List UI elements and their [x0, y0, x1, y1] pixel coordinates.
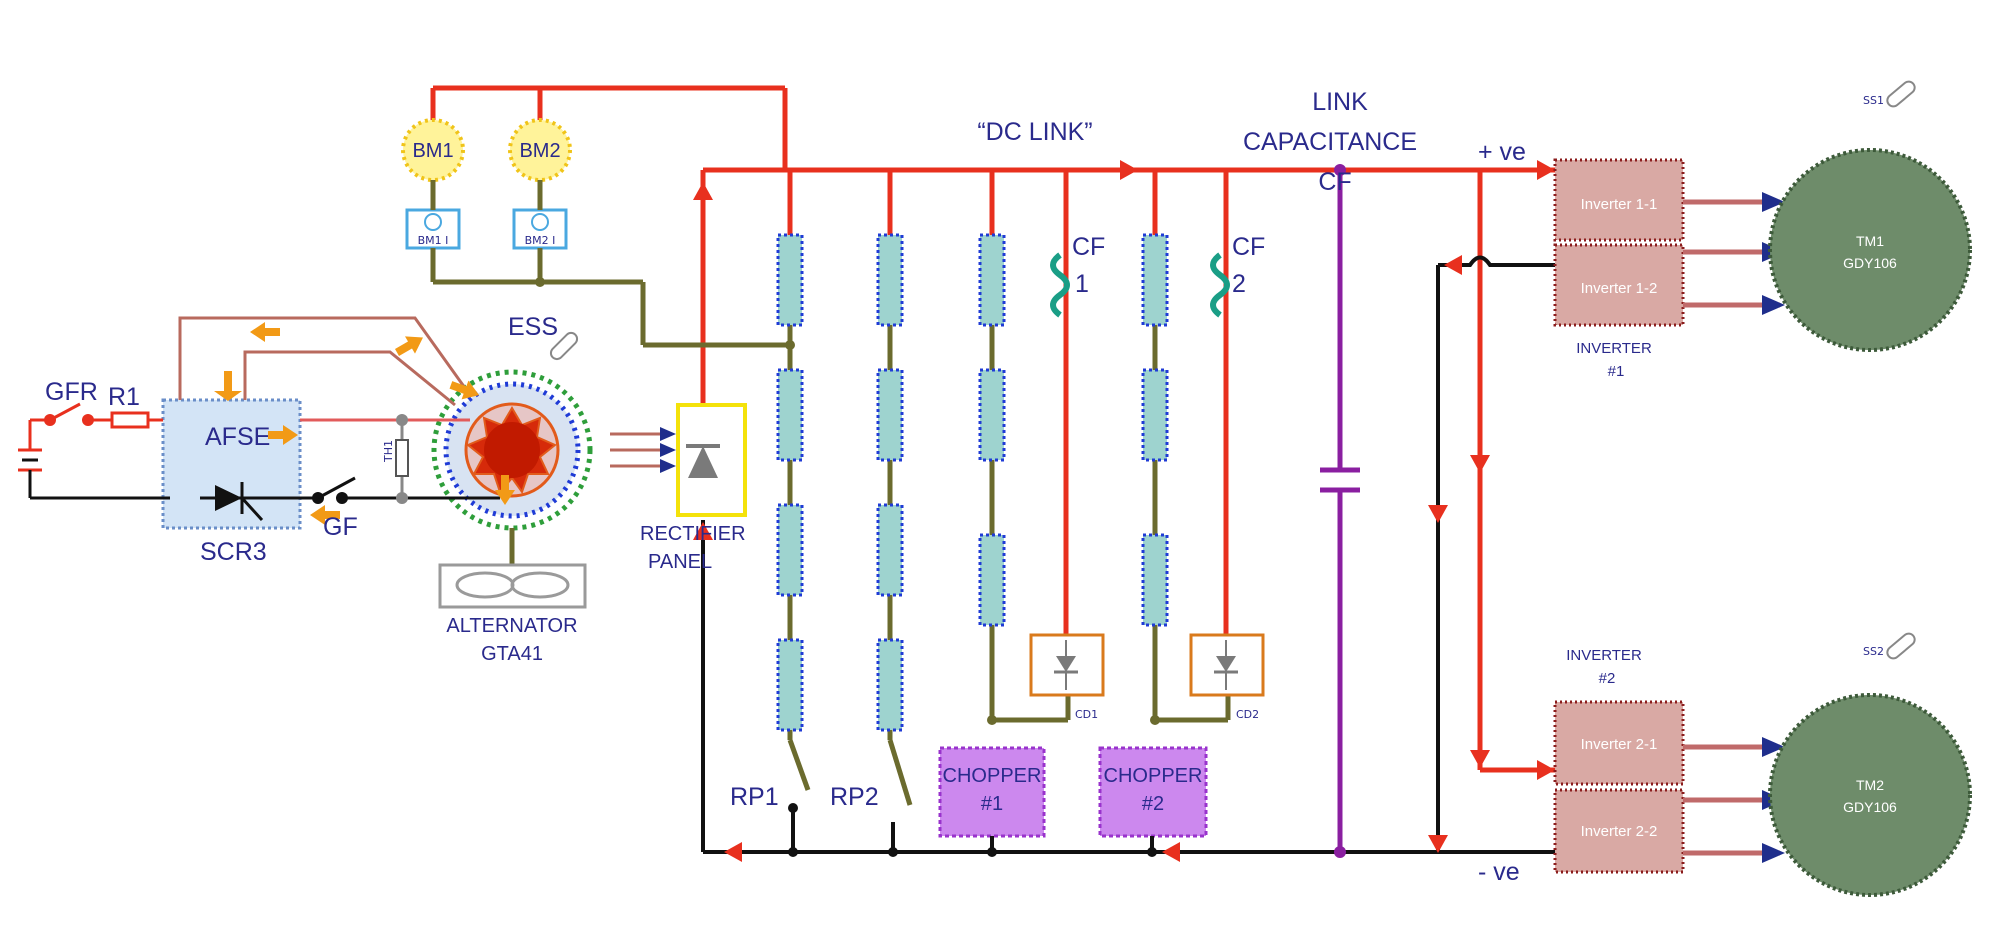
gf-label: GF — [323, 513, 358, 541]
link-capacitance-label-2: CAPACITANCE — [1243, 128, 1417, 156]
inverter1-1-label: Inverter 1-1 — [1581, 196, 1658, 213]
tm1-label: TM1 — [1856, 233, 1884, 249]
minus-ve-label: - ve — [1478, 858, 1520, 886]
rp2-label: RP2 — [830, 783, 879, 811]
chopper-leg-2 — [1098, 170, 1265, 857]
ss1-clip-icon — [1886, 80, 1916, 108]
ss2-label: SS2 — [1863, 645, 1884, 658]
th1-label: TH1 — [382, 440, 395, 463]
afse-excitation — [18, 316, 515, 530]
rectifier-label-1: RECTIFIER — [640, 523, 746, 545]
inverter2-label: INVERTER — [1566, 647, 1642, 664]
inverter2-number: #2 — [1599, 670, 1616, 687]
link-capacitance-label-1: LINK — [1312, 88, 1368, 116]
inverter1-label: INVERTER — [1576, 340, 1652, 357]
resistor-leg-rp2 — [876, 170, 913, 857]
negative-bus — [701, 255, 1555, 854]
rectifier-label-2: PANEL — [648, 551, 712, 573]
bm-return-wiring — [430, 248, 795, 350]
tm2-label: TM2 — [1856, 777, 1884, 793]
inverter1-2-label: Inverter 1-2 — [1581, 280, 1658, 297]
chopper2-number: #2 — [1142, 793, 1164, 815]
tm2-model: GDY106 — [1843, 799, 1897, 815]
bm2-small-label: BM2 I — [525, 234, 556, 247]
bm2-label: BM2 — [519, 140, 560, 162]
dc-link-label: “DC LINK” — [977, 118, 1092, 146]
cf2-label: CF — [1232, 233, 1265, 261]
chopper-leg-1 — [938, 170, 1105, 857]
cf1-label: CF — [1072, 233, 1105, 261]
link-capacitor — [1320, 164, 1360, 858]
r1-label: R1 — [108, 383, 140, 411]
scr3-label: SCR3 — [200, 538, 267, 566]
resistor-leg-rp1 — [776, 170, 811, 857]
gfr-label: GFR — [45, 378, 98, 406]
traction-motor-1 — [1768, 148, 1972, 352]
ess-label: ESS — [508, 313, 558, 341]
tm1-model: GDY106 — [1843, 255, 1897, 271]
plus-ve-label: + ve — [1478, 138, 1526, 166]
chopper2-label: CHOPPER — [1104, 765, 1203, 787]
cf1-index: 1 — [1075, 270, 1089, 298]
cd2-label: CD2 — [1236, 708, 1259, 721]
ss2-clip-icon — [1886, 632, 1916, 660]
inverter2-1-label: Inverter 2-1 — [1581, 736, 1658, 753]
blower-motor-bm1 — [401, 118, 465, 250]
bm1-small-label: BM1 I — [418, 234, 449, 247]
alternator-label-1: ALTERNATOR — [446, 615, 577, 637]
alternator-label-2: GTA41 — [481, 643, 543, 665]
chopper1-label: CHOPPER — [943, 765, 1042, 787]
ess-clip-icon — [549, 331, 579, 361]
current-flow-arrows — [693, 160, 1555, 862]
inverter1-number: #1 — [1608, 363, 1625, 380]
link-capacitance-label-3: CF — [1318, 168, 1351, 196]
rp1-label: RP1 — [730, 783, 779, 811]
chopper1-number: #1 — [981, 793, 1003, 815]
inverter2-2-label: Inverter 2-2 — [1581, 823, 1658, 840]
inverter-2 — [1553, 700, 1785, 874]
alternator — [431, 369, 676, 609]
rectifier-panel — [676, 403, 747, 517]
bm1-label: BM1 — [412, 140, 453, 162]
afse-label: AFSE — [205, 423, 270, 451]
cd1-label: CD1 — [1075, 708, 1098, 721]
inverter-1 — [1553, 158, 1785, 327]
cf2-index: 2 — [1232, 270, 1246, 298]
ss1-label: SS1 — [1863, 94, 1884, 107]
traction-motor-2 — [1768, 693, 1972, 897]
